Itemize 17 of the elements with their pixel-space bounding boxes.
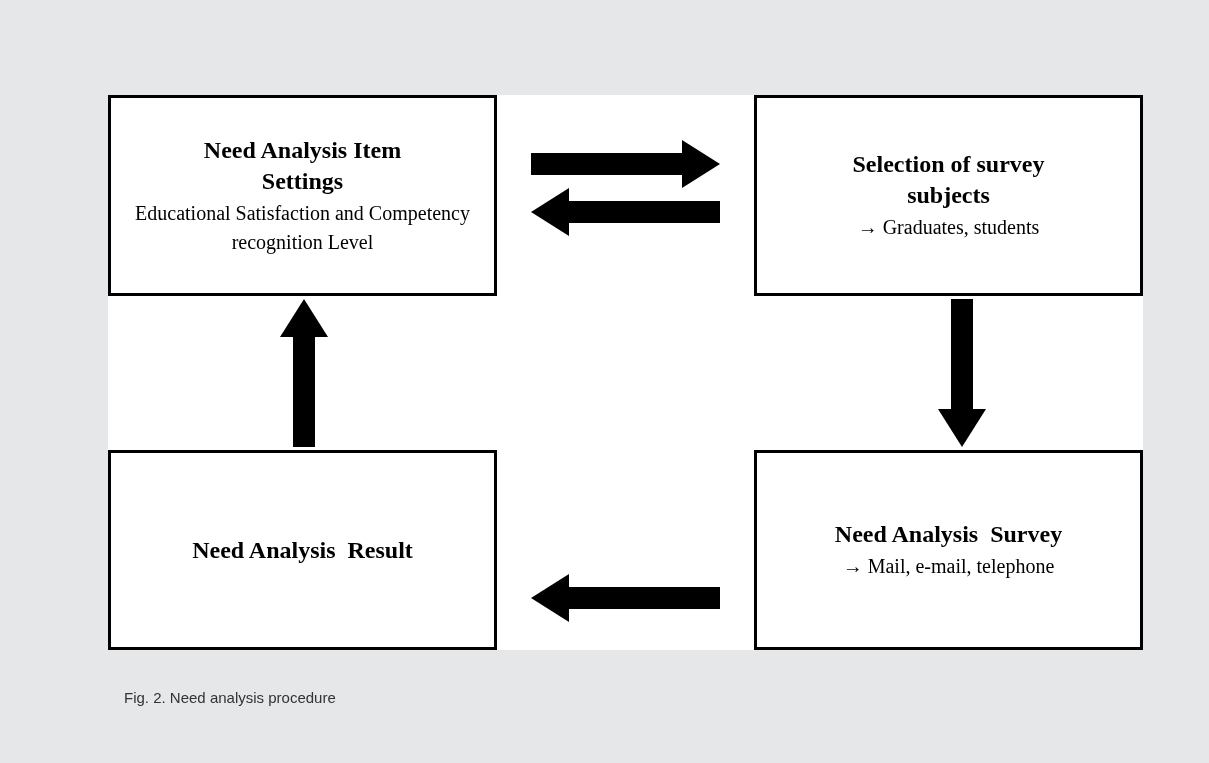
box-heading: Need Analysis Survey bbox=[834, 520, 1063, 549]
block-arrow bbox=[280, 299, 328, 447]
block-arrow bbox=[938, 299, 986, 447]
box-description: → Graduates, students bbox=[857, 215, 1040, 240]
block-arrow bbox=[531, 188, 720, 236]
process-box bbox=[754, 95, 1143, 296]
process-box bbox=[108, 450, 497, 650]
block-arrow bbox=[531, 140, 720, 188]
process-box bbox=[754, 450, 1143, 650]
figure-caption: Fig. 2. Need analysis procedure bbox=[124, 688, 336, 708]
box-description: Educational Satisfaction and Competency recognition Level bbox=[134, 200, 471, 256]
process-box bbox=[108, 95, 497, 296]
box-heading: Selection of survey subjects bbox=[851, 150, 1046, 210]
box-description: → Mail, e-mail, telephone bbox=[842, 554, 1055, 580]
block-arrow bbox=[531, 574, 720, 622]
box-heading: Need Analysis Result bbox=[192, 535, 413, 565]
box-heading: Need Analysis Item Settings bbox=[202, 135, 403, 196]
